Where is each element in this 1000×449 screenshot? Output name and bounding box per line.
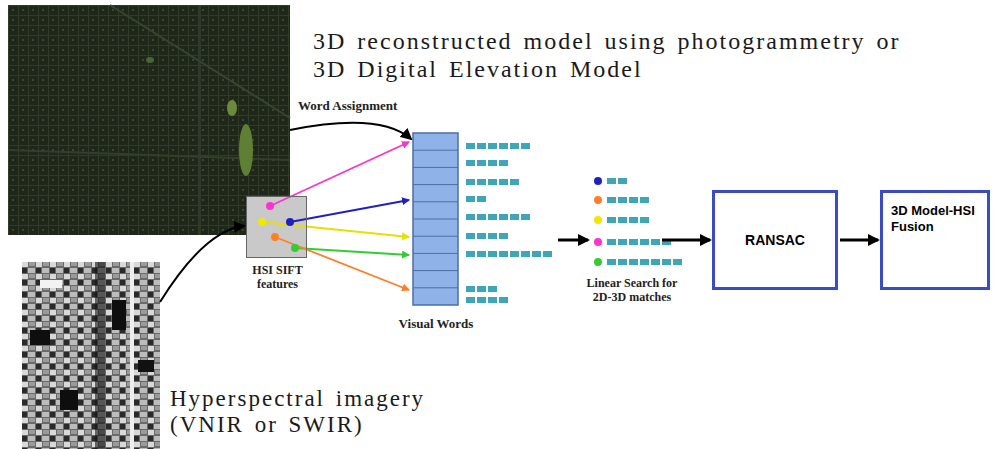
box-label: HSI SIFT features [235, 263, 320, 291]
visual-words-box: Visual Words [413, 133, 556, 305]
edge-label: Word Assignment [296, 98, 399, 113]
feature-dots [258, 202, 299, 252]
match-dots [594, 177, 602, 266]
match-group: Linear Search for 2D-3D matches [590, 175, 660, 270]
box-label: Linear Search for 2D-3D matches [586, 276, 678, 304]
flow-arrow [840, 239, 878, 242]
process-box: RANSAC [712, 190, 838, 290]
match-bars [607, 181, 684, 262]
process-box: 3D Model-HSI Fusion [880, 190, 990, 290]
flow-arrow [662, 239, 710, 242]
image-caption: 3D reconstructed model using photogramme… [313, 27, 933, 83]
process-label: 3D Model-HSI Fusion [891, 203, 979, 235]
flow-arrow [290, 123, 411, 139]
box-label: Visual Words [391, 317, 481, 331]
feature-box: HSI SIFT features [246, 196, 307, 258]
process-label: RANSAC [745, 232, 805, 249]
word-bars [466, 146, 554, 300]
hyperspectral-image-node: Hyperspectral imagery (VNIR or SWIR) [22, 262, 160, 449]
satellite-image-node: 3D reconstructed model using photogramme… [8, 5, 290, 235]
flow-arrow [160, 226, 244, 302]
visual-words-column [413, 133, 458, 305]
sift-box-fill [246, 196, 307, 258]
hyperspectral-image [22, 262, 160, 449]
flow-arrow [558, 239, 588, 242]
image-caption: Hyperspectral imagery (VNIR or SWIR) [170, 386, 460, 438]
